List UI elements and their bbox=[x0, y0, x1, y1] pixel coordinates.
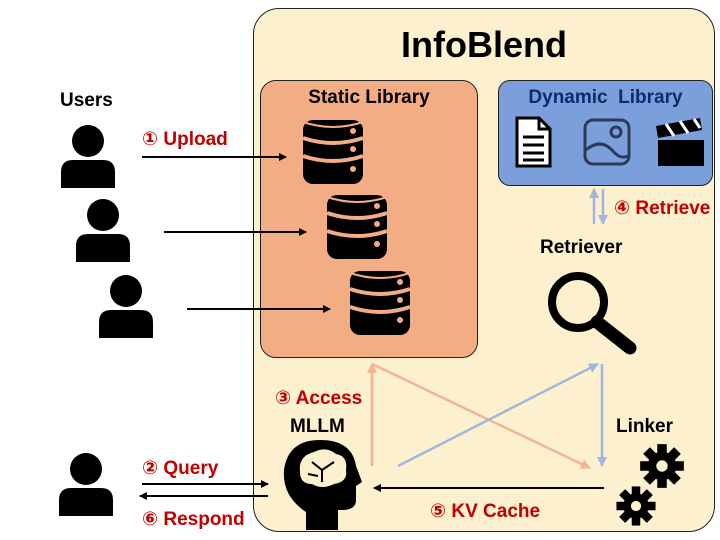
step-upload-label: ① Upload bbox=[142, 129, 228, 150]
step-access-label: ③ Access bbox=[275, 388, 363, 409]
mllm-label: MLLM bbox=[290, 416, 345, 437]
video-icon bbox=[656, 118, 704, 166]
search-icon bbox=[548, 272, 637, 355]
database-icon bbox=[348, 269, 412, 337]
person-icon bbox=[99, 275, 153, 338]
database-icon bbox=[325, 193, 389, 261]
retriever-label: Retriever bbox=[540, 237, 623, 258]
infoblend-title: InfoBlend bbox=[401, 24, 567, 65]
step-kv-cache-label: ⑤ KV Cache bbox=[430, 501, 541, 522]
step-retrieve-label: ④ Retrieve bbox=[614, 198, 711, 219]
database-icon bbox=[301, 118, 365, 186]
users-label: Users bbox=[60, 90, 113, 111]
retriever-link-arrow bbox=[397, 362, 599, 468]
person-icon bbox=[61, 125, 115, 188]
access-arrow-linker bbox=[371, 362, 591, 470]
dynamic-library-title: Dynamic Library bbox=[528, 87, 683, 108]
step-respond-label: ⑥ Respond bbox=[142, 509, 245, 530]
brain-icon bbox=[283, 440, 362, 530]
step-query-label: ② Query bbox=[142, 458, 219, 479]
document-icon bbox=[515, 116, 552, 168]
gears-icon bbox=[616, 444, 684, 526]
person-icon bbox=[76, 199, 130, 262]
static-library-title: Static Library bbox=[308, 87, 430, 108]
linker-label: Linker bbox=[616, 416, 674, 437]
person-icon bbox=[59, 453, 113, 516]
image-icon bbox=[583, 118, 631, 166]
